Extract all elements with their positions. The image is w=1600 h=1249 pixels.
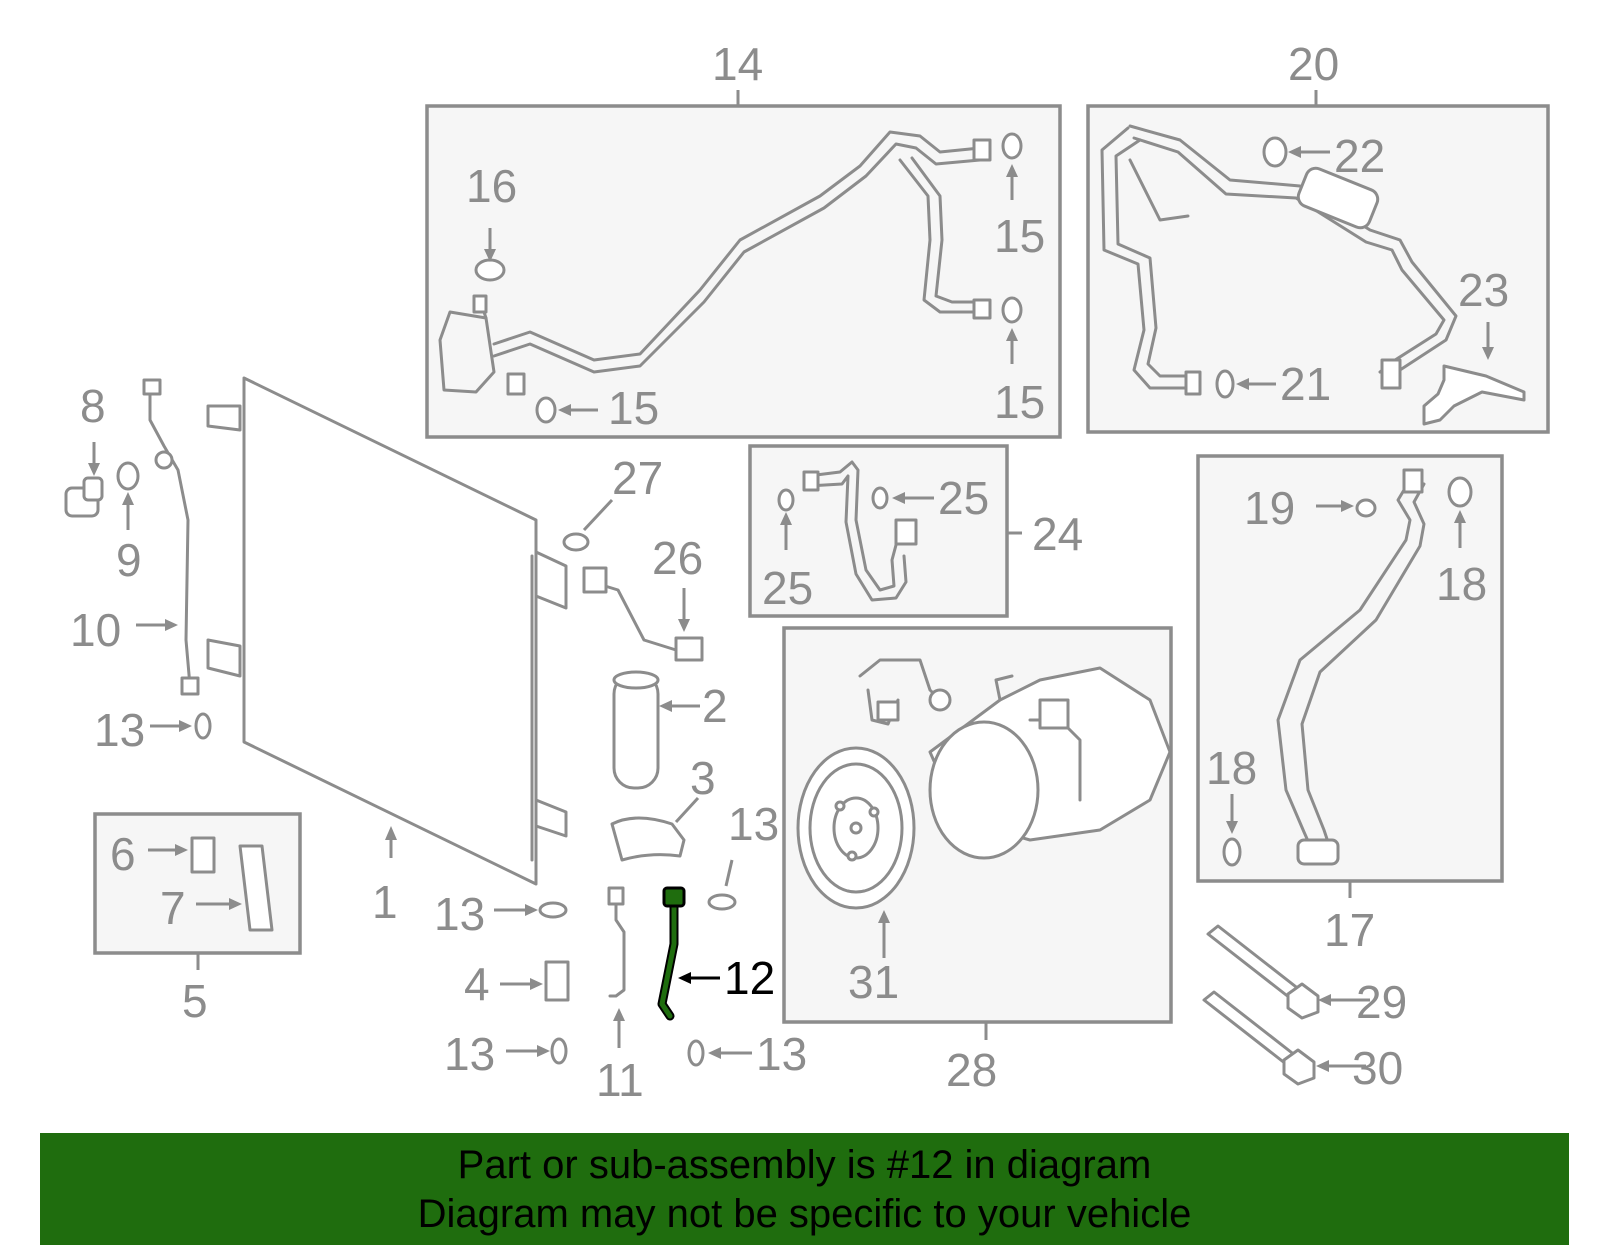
bolt-part-30 bbox=[1202, 990, 1316, 1086]
part-info-banner: Part or sub-assembly is #12 in diagram D… bbox=[40, 1133, 1569, 1245]
plug-part-19 bbox=[1355, 498, 1377, 518]
callout-25-b: 25 bbox=[938, 472, 989, 524]
callout-20: 20 bbox=[1288, 38, 1339, 90]
callout-11: 11 bbox=[596, 1054, 644, 1106]
callout-31: 31 bbox=[848, 956, 899, 1008]
callout-22: 22 bbox=[1334, 130, 1385, 182]
pipe-assembly-20 bbox=[1100, 124, 1458, 396]
pipe-part-10 bbox=[148, 384, 192, 688]
callout-2: 2 bbox=[702, 680, 728, 732]
callout-30: 30 bbox=[1352, 1042, 1403, 1094]
o-ring-13-a bbox=[194, 712, 212, 740]
callout-3: 3 bbox=[690, 752, 716, 804]
highlighted-pipe-part-12 bbox=[657, 886, 686, 1021]
o-ring-25-a bbox=[777, 488, 795, 512]
group-box-24 bbox=[748, 444, 1009, 618]
banner-line-2: Diagram may not be specific to your vehi… bbox=[417, 1192, 1192, 1236]
o-ring-18-b bbox=[1222, 837, 1242, 867]
clip-part-6 bbox=[190, 836, 216, 874]
callout-13-d: 13 bbox=[756, 1028, 807, 1080]
o-ring-part-22 bbox=[1262, 136, 1288, 168]
callout-23: 23 bbox=[1458, 264, 1509, 316]
pipe-assembly-14 bbox=[438, 130, 992, 396]
callout-27: 27 bbox=[612, 452, 663, 504]
callout-9: 9 bbox=[116, 534, 142, 586]
callout-21: 21 bbox=[1280, 358, 1331, 410]
o-ring-part-21 bbox=[1215, 369, 1235, 399]
callout-25-a: 25 bbox=[762, 562, 813, 614]
group-box-17 bbox=[1196, 454, 1504, 883]
callout-13-e: 13 bbox=[728, 798, 779, 850]
leader-3 bbox=[674, 796, 700, 824]
hose-assembly-17 bbox=[1276, 468, 1426, 866]
callout-16: 16 bbox=[466, 160, 517, 212]
o-ring-15-c bbox=[535, 396, 557, 424]
callout-14: 14 bbox=[712, 38, 763, 90]
o-ring-13-b bbox=[538, 901, 568, 919]
callout-18-b: 18 bbox=[1206, 742, 1257, 794]
callout-13-b: 13 bbox=[434, 888, 485, 940]
o-ring-15-b bbox=[1001, 296, 1023, 324]
o-ring-part-9 bbox=[116, 461, 140, 491]
pipe-part-11 bbox=[608, 886, 626, 998]
callout-17: 17 bbox=[1324, 904, 1375, 956]
callout-13-a: 13 bbox=[94, 704, 145, 756]
callout-15-c: 15 bbox=[608, 382, 659, 434]
callout-5: 5 bbox=[182, 975, 208, 1027]
o-ring-18-a bbox=[1447, 476, 1473, 508]
callout-6: 6 bbox=[110, 828, 136, 880]
switch-part-8 bbox=[64, 476, 104, 518]
callout-29: 29 bbox=[1356, 976, 1407, 1028]
banner-line-1: Part or sub-assembly is #12 in diagram bbox=[457, 1143, 1152, 1187]
seal-part-7 bbox=[238, 844, 274, 932]
callout-12: 12 bbox=[724, 952, 775, 1004]
pipe-assembly-24 bbox=[802, 460, 918, 602]
o-ring-13-c bbox=[550, 1037, 568, 1065]
callout-19: 19 bbox=[1244, 482, 1295, 534]
callout-7: 7 bbox=[160, 882, 186, 934]
callout-28: 28 bbox=[946, 1044, 997, 1096]
bracket-part-23 bbox=[1422, 364, 1526, 426]
leader-13-e bbox=[724, 859, 734, 887]
callout-8: 8 bbox=[80, 380, 106, 432]
clutch-pulley-part-31 bbox=[796, 746, 916, 910]
callout-15-b: 15 bbox=[994, 376, 1045, 428]
dryer-part bbox=[612, 670, 660, 790]
callout-10: 10 bbox=[70, 604, 121, 656]
callout-1: 1 bbox=[372, 876, 398, 928]
callout-13-c: 13 bbox=[444, 1028, 495, 1080]
condenser-part bbox=[206, 376, 568, 886]
callout-18-a: 18 bbox=[1436, 558, 1487, 610]
o-ring-13-d bbox=[687, 1039, 705, 1067]
callout-24: 24 bbox=[1032, 508, 1083, 560]
callout-15-a: 15 bbox=[994, 210, 1045, 262]
bolt-part-29 bbox=[1206, 924, 1320, 1020]
parts-diagram: 1 2 3 4 5 6 7 8 9 10 11 12 13 13 13 13 1… bbox=[64, 38, 1550, 1106]
pad-part bbox=[544, 960, 570, 1002]
o-ring-part-27 bbox=[562, 532, 590, 552]
callout-4: 4 bbox=[464, 958, 490, 1010]
compressor-part bbox=[858, 658, 1172, 860]
callout-26: 26 bbox=[652, 532, 703, 584]
bracket-part bbox=[610, 816, 686, 862]
o-ring-13-e bbox=[707, 893, 737, 911]
o-ring-25-b bbox=[871, 486, 889, 510]
leader-27 bbox=[582, 498, 614, 532]
o-ring-15-a bbox=[1001, 132, 1023, 160]
